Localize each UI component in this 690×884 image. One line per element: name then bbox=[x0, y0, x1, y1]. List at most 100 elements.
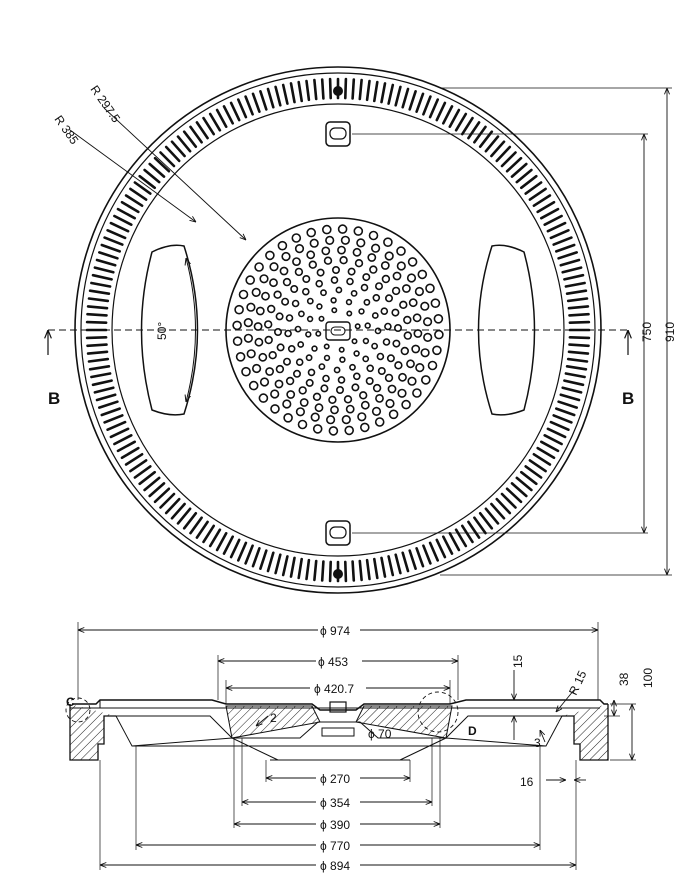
grating-hole bbox=[356, 238, 366, 248]
grating-hole bbox=[252, 363, 262, 374]
grating-hole bbox=[377, 366, 386, 375]
grating-hole bbox=[347, 267, 356, 276]
section-mark-right: B bbox=[622, 389, 634, 408]
grating-hole bbox=[276, 343, 285, 352]
grating-hole bbox=[322, 374, 330, 383]
grating-hole bbox=[306, 297, 314, 305]
grating-hole bbox=[374, 417, 385, 427]
rim-slot bbox=[116, 207, 136, 220]
rim-slot bbox=[478, 511, 494, 530]
grating-hole bbox=[362, 337, 370, 345]
rim-slot bbox=[559, 258, 581, 267]
rim-slot bbox=[519, 174, 538, 190]
rim-slot bbox=[563, 379, 585, 387]
rim-slot bbox=[422, 95, 432, 116]
grating-hole bbox=[316, 303, 323, 310]
grating-hole bbox=[388, 409, 399, 420]
rim-slot bbox=[568, 320, 591, 325]
rim-slot bbox=[532, 194, 552, 207]
rim-slot bbox=[435, 538, 447, 559]
grating-hole bbox=[285, 314, 294, 322]
rim-slot bbox=[568, 343, 590, 348]
rim-slot bbox=[164, 145, 181, 163]
grating-hole bbox=[318, 363, 326, 370]
rim-slot bbox=[274, 85, 282, 107]
grating-hole bbox=[270, 404, 280, 414]
grating-hole bbox=[330, 276, 339, 284]
plan-view bbox=[48, 66, 672, 594]
grating-hole bbox=[413, 329, 423, 338]
grating-hole bbox=[337, 376, 346, 384]
grating-hole bbox=[384, 322, 392, 331]
cover-profile bbox=[72, 699, 608, 711]
grating-hole bbox=[258, 352, 268, 362]
grating-hole bbox=[325, 235, 335, 245]
rim-slot bbox=[557, 400, 579, 409]
rim-slot bbox=[372, 80, 379, 103]
grating-hole bbox=[292, 257, 301, 266]
grating-hole bbox=[346, 310, 353, 317]
rim-slot bbox=[435, 101, 447, 122]
rim-slot bbox=[351, 78, 356, 100]
grating-hole bbox=[337, 224, 348, 234]
grating-hole bbox=[243, 318, 253, 328]
rim-slot bbox=[561, 266, 583, 274]
rim-slot bbox=[202, 116, 215, 136]
rim-slot bbox=[561, 386, 583, 394]
rim-slot bbox=[170, 140, 186, 158]
rim-slot bbox=[328, 560, 333, 583]
grating-hole bbox=[359, 422, 370, 433]
grating-hole bbox=[343, 395, 353, 404]
rim-slot bbox=[565, 289, 588, 296]
grating-hole bbox=[301, 287, 310, 296]
rim-slot bbox=[567, 305, 590, 310]
grating-hole bbox=[259, 377, 270, 387]
rim-slot bbox=[549, 420, 570, 432]
rim-slot bbox=[546, 427, 567, 439]
rim-slot bbox=[343, 77, 348, 100]
rim-slot bbox=[454, 528, 468, 548]
grating-hole bbox=[375, 393, 384, 403]
side-pocket-right bbox=[477, 244, 536, 416]
rim-slot bbox=[500, 151, 517, 168]
rim-slot bbox=[401, 87, 410, 109]
rim-slot bbox=[554, 243, 576, 253]
rim-slot bbox=[387, 555, 395, 577]
rim-slot bbox=[281, 555, 289, 577]
rim-slot bbox=[473, 125, 487, 144]
rim-slot bbox=[143, 476, 161, 492]
dim-3: 3 bbox=[534, 736, 541, 750]
grating-hole bbox=[368, 230, 379, 241]
rim-slot bbox=[524, 465, 543, 479]
rim-slot bbox=[222, 535, 234, 555]
rim-slot bbox=[133, 465, 152, 479]
rim-slot bbox=[100, 243, 121, 253]
grating-hole bbox=[320, 384, 329, 393]
grating-hole bbox=[415, 363, 425, 373]
grating-hole bbox=[295, 358, 304, 367]
rim-slot bbox=[380, 82, 387, 104]
dia-354: ϕ 354 bbox=[320, 796, 350, 810]
grating-hole bbox=[374, 327, 382, 335]
underside-ribs bbox=[115, 715, 563, 761]
dia-390: ϕ 390 bbox=[320, 818, 350, 832]
rim-slot bbox=[473, 516, 487, 535]
grating-hole bbox=[401, 284, 411, 293]
rim-slot bbox=[103, 236, 124, 246]
grating-hole bbox=[277, 240, 288, 251]
dia-270: ϕ 270 bbox=[320, 772, 350, 786]
grating-hole bbox=[398, 372, 407, 382]
dia-70: ϕ 70 bbox=[368, 727, 392, 741]
rim-slot bbox=[87, 357, 110, 363]
dim-16: 16 bbox=[520, 775, 534, 789]
grating-hole bbox=[384, 373, 394, 383]
grating-hole bbox=[309, 238, 319, 248]
rim-slot bbox=[380, 556, 387, 578]
rim-slot bbox=[116, 440, 136, 453]
dim-15: 15 bbox=[511, 654, 525, 668]
rim-slot bbox=[460, 116, 474, 136]
rim-slot bbox=[567, 350, 590, 355]
grating-hole bbox=[351, 383, 360, 392]
rim-slot bbox=[189, 516, 203, 535]
slot-ring-inner bbox=[111, 103, 565, 557]
